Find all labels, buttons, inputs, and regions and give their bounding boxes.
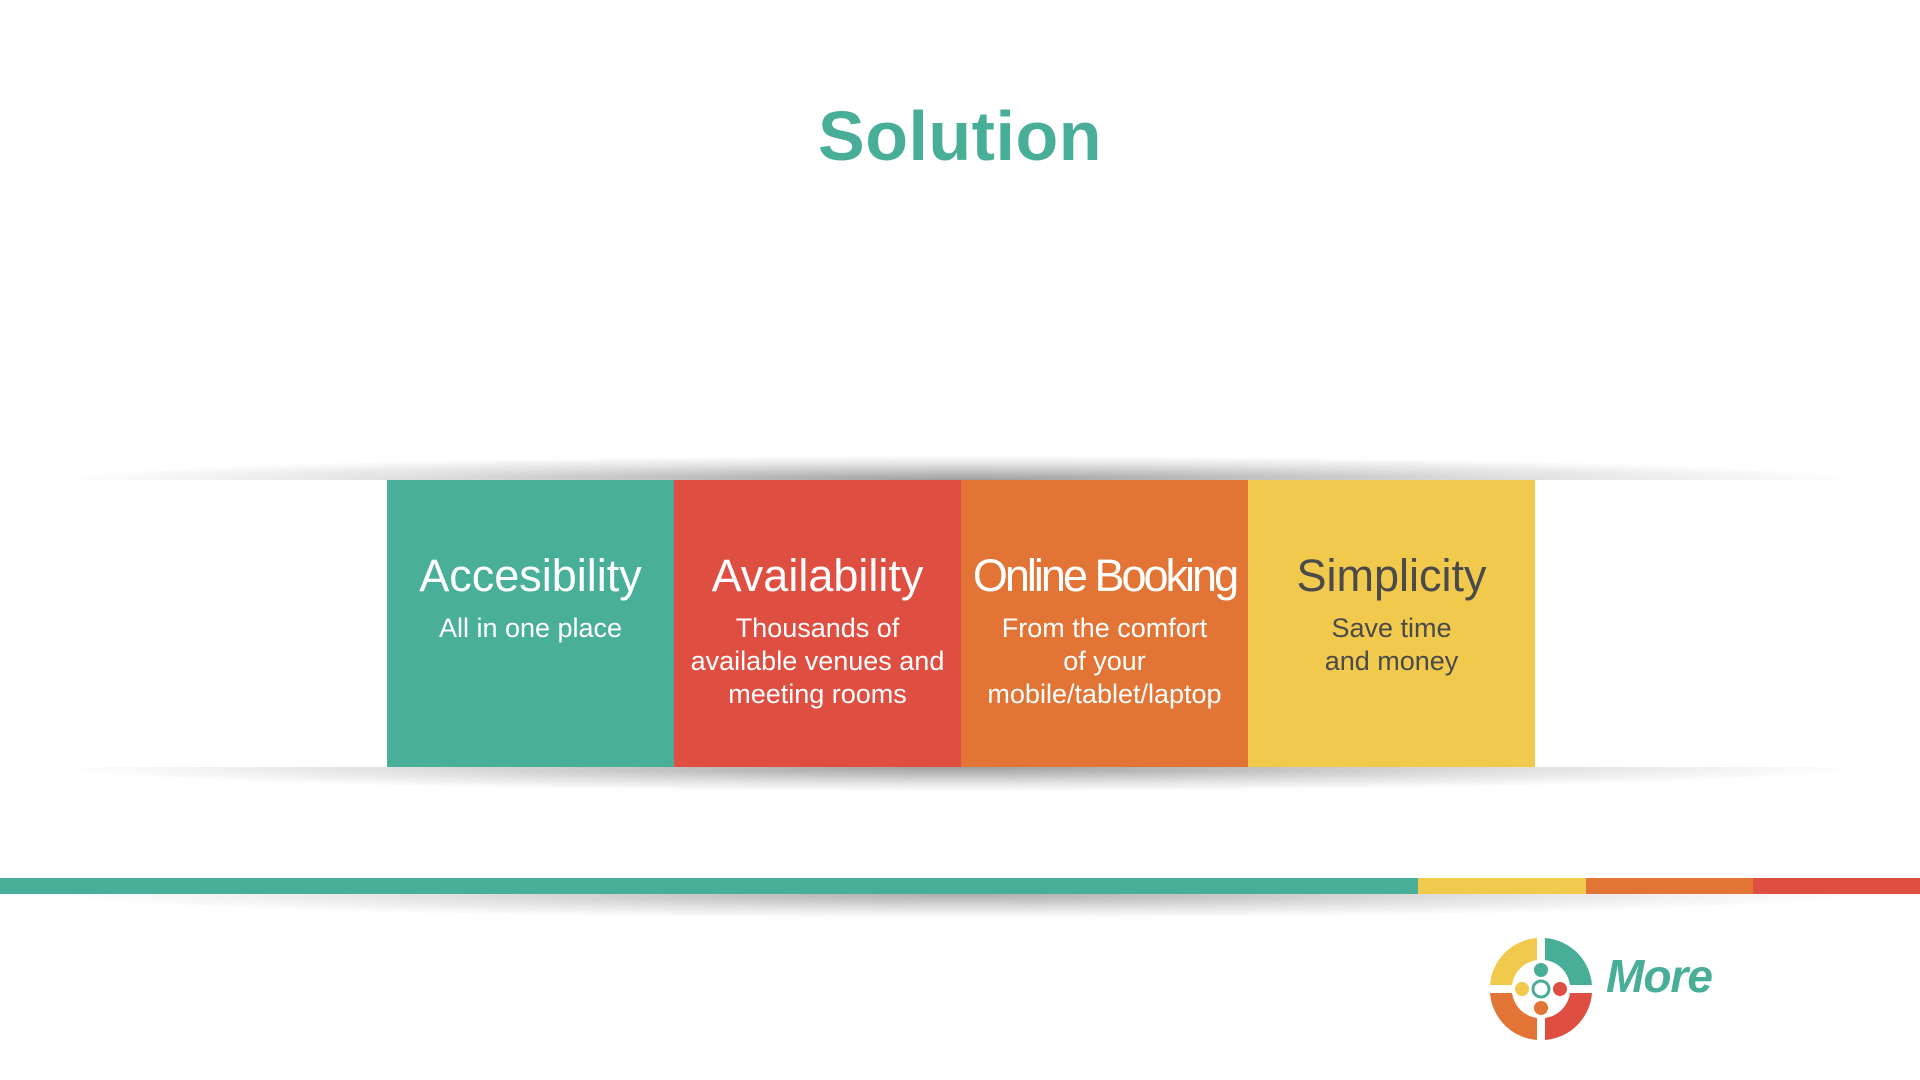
card-simplicity: Simplicity Save time and money xyxy=(1248,480,1535,767)
stripe-orange-segment xyxy=(1586,878,1753,894)
card-accessibility: Accesibility All in one place xyxy=(387,480,674,767)
card-text: All in one place xyxy=(438,613,623,643)
bottom-shadow-divider xyxy=(76,767,1844,791)
color-stripe xyxy=(0,878,1920,894)
card-title: Online Booking xyxy=(972,550,1239,601)
logo-wordmark: More xyxy=(1606,950,1713,1002)
card-title: Accesibility xyxy=(419,550,642,601)
slide-title: Solution xyxy=(818,97,1102,175)
card-text: Save time and money xyxy=(1324,613,1459,676)
feature-cards: Accesibility All in one place Availabili… xyxy=(387,480,1535,767)
card-title: Simplicity xyxy=(1296,550,1487,601)
stripe-teal-segment xyxy=(0,878,1418,894)
more-logo-icon xyxy=(1490,938,1592,1040)
card-title: Availability xyxy=(711,550,924,601)
card-availability: Availability Thousands of available venu… xyxy=(674,480,961,767)
top-shadow-divider xyxy=(76,456,1844,480)
stripe-yellow-segment xyxy=(1418,878,1586,894)
stripe-red-segment xyxy=(1753,878,1920,894)
stripe-shadow xyxy=(76,894,1844,918)
card-text: From the comfort of your mobile/tablet/l… xyxy=(987,613,1222,709)
card-text: Thousands of available venues and meetin… xyxy=(690,613,945,709)
card-online-booking: Online Booking From the comfort of your … xyxy=(961,480,1248,767)
